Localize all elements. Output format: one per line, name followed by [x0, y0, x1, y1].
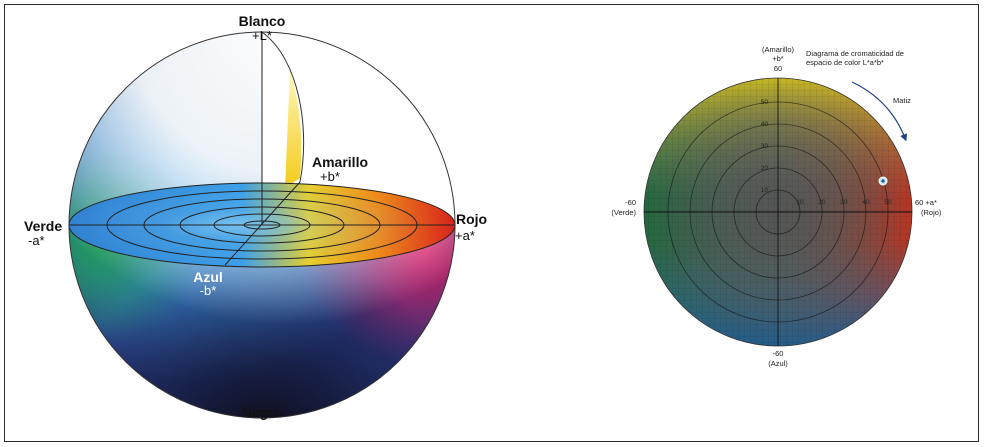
- axis-plus-l: +L*: [252, 28, 272, 43]
- tick-label: 30: [761, 143, 769, 150]
- label-blanco: Blanco: [239, 13, 286, 29]
- tick-label: 10: [796, 199, 804, 206]
- axis-plus-b: +b*: [320, 169, 340, 184]
- label-azul: Azul: [193, 269, 223, 285]
- chromaticity-diagram: 10 20 30 40 50 10 20 30 40 50 Matiz Diag…: [611, 45, 942, 368]
- left-name: (Verde): [611, 208, 636, 217]
- bottom-value: -60: [773, 349, 784, 358]
- chroma-title-line2: espacio de color L*a*b*: [806, 58, 884, 67]
- b-axis: [224, 181, 301, 266]
- tick-label: 50: [761, 99, 769, 106]
- tick-label: 20: [761, 165, 769, 172]
- tick-label: 50: [884, 199, 892, 206]
- label-rojo: Rojo: [456, 211, 487, 227]
- tick-label: 40: [862, 199, 870, 206]
- left-value: -60: [625, 198, 636, 207]
- label-negro: Negro: [242, 404, 282, 420]
- tick-label: 10: [761, 187, 769, 194]
- tick-label: 30: [840, 199, 848, 206]
- lab-sphere: Blanco +L* Amarillo +b* Verde -a* Rojo +…: [24, 13, 487, 420]
- top-name: (Amarillo): [762, 45, 795, 54]
- hue-label: Matiz: [893, 96, 911, 105]
- label-amarillo: Amarillo: [312, 154, 368, 170]
- right-name: (Rojo): [921, 208, 942, 217]
- right-value: 60 +a*: [915, 198, 937, 207]
- tick-label: 20: [818, 199, 826, 206]
- axis-minus-b: -b*: [200, 283, 217, 298]
- top-value: 60: [774, 64, 782, 73]
- bottom-name: (Azul): [768, 359, 788, 368]
- chroma-tick-labels: 10 20 30 40 50 10 20 30 40 50: [761, 99, 892, 206]
- axis-minus-a: -a*: [28, 233, 45, 248]
- sample-point: [878, 176, 888, 186]
- label-verde: Verde: [24, 218, 62, 234]
- top-axis: +b*: [772, 54, 784, 63]
- chroma-title-line1: Diagrama de cromaticidad de: [806, 49, 904, 58]
- tick-label: 40: [761, 121, 769, 128]
- hue-arrow: [851, 81, 908, 142]
- axis-plus-a: +a*: [455, 228, 475, 243]
